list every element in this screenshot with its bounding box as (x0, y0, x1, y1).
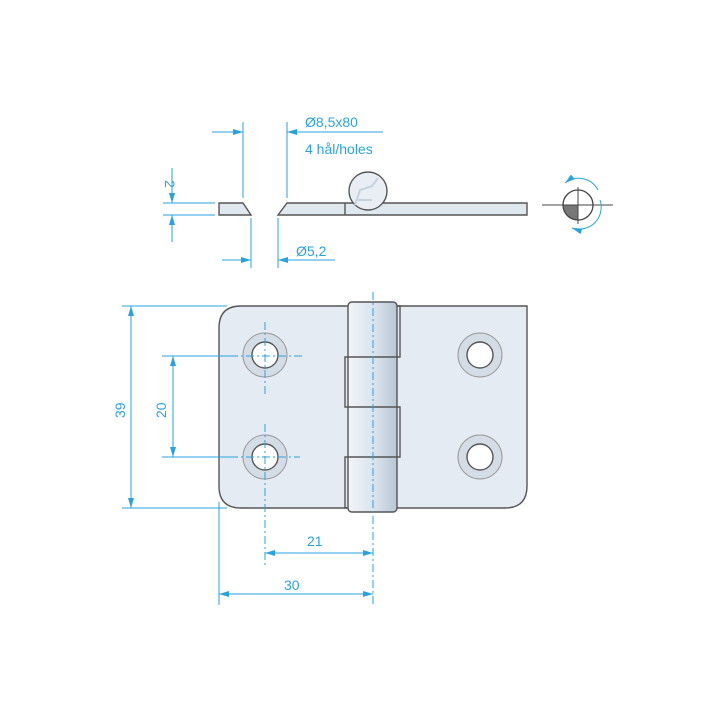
hole-spacing-label: 20 (153, 402, 169, 418)
edge-to-axis-label: 30 (284, 577, 300, 593)
countersink-label: Ø8,5x80 (305, 114, 358, 130)
side-view: Ø8,5x80 4 hål/holes 2 Ø5,2 (162, 114, 528, 268)
hole-diameter-label: Ø5,2 (296, 243, 327, 259)
holes-label: 4 hål/holes (305, 141, 373, 157)
mounting-holes (242, 332, 503, 480)
top-view: 39 20 21 30 (112, 292, 528, 605)
logo-mark (354, 177, 379, 206)
hole-to-axis-label: 21 (307, 533, 323, 549)
thickness-label: 2 (162, 180, 178, 188)
height-label: 39 (112, 402, 128, 418)
projection-symbol-icon (542, 174, 613, 235)
